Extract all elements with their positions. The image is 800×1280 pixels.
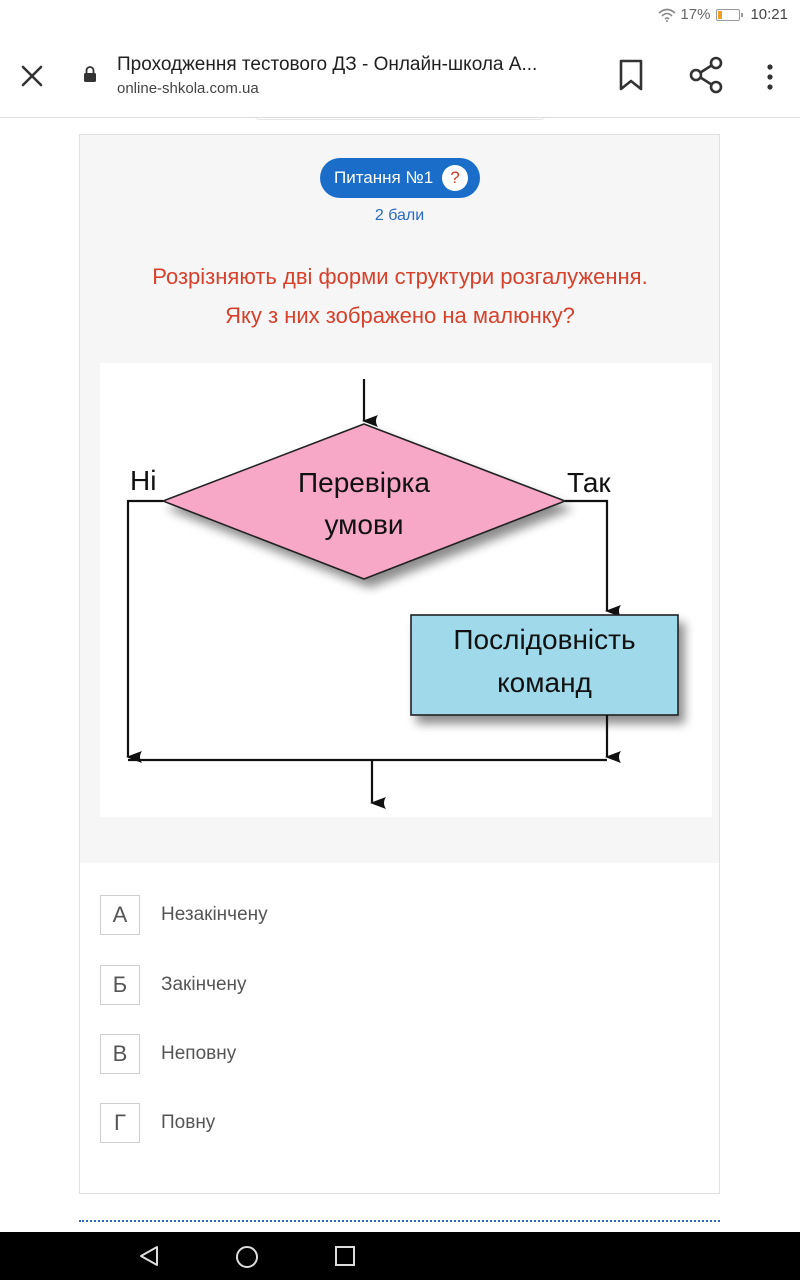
question-card: Питання №1 ? 2 бали Розрізняють дві форм… (79, 134, 720, 1194)
process-label-line-1: Послідовність (453, 624, 636, 655)
answer-text[interactable]: Закінчену (161, 974, 247, 995)
battery-percent: 17% (680, 6, 711, 23)
decision-label-line-1: Перевірка (298, 467, 430, 498)
wifi-icon (658, 8, 676, 22)
page-title: Проходження тестового ДЗ - Онлайн-школа … (117, 54, 538, 75)
answer-key[interactable]: А (100, 895, 140, 935)
help-button[interactable]: ? (442, 165, 468, 191)
process-box (410, 614, 679, 716)
more-menu-icon[interactable] (760, 62, 780, 92)
answer-option-a[interactable]: А Незакінчену (100, 895, 700, 935)
bookmark-icon[interactable] (617, 58, 645, 92)
answer-key[interactable]: Г (100, 1103, 140, 1143)
browser-toolbar: Проходження тестового ДЗ - Онлайн-школа … (0, 32, 800, 118)
question-number: Питання №1 (334, 168, 434, 187)
decision-diamond (160, 423, 568, 580)
close-icon[interactable] (18, 62, 46, 90)
clock: 10:21 (750, 6, 788, 23)
system-navigation-bar (0, 1232, 800, 1280)
answer-text[interactable]: Неповну (161, 1043, 237, 1064)
question-text-line-2: Яку з них зображено на малюнку? (225, 303, 575, 328)
scroll-hint-divider (255, 116, 545, 120)
answer-key[interactable]: В (100, 1034, 140, 1074)
answer-text[interactable]: Незакінчену (161, 904, 268, 925)
no-branch-line (126, 499, 163, 763)
answer-text[interactable]: Повну (161, 1112, 216, 1133)
flowchart-image: Ні Так Перевірка умови Послідовність ком… (100, 363, 712, 817)
battery-icon (716, 8, 744, 21)
share-icon[interactable] (688, 56, 724, 94)
question-header: Питання №1 ? 2 бали Розрізняють дві форм… (80, 135, 719, 863)
yes-branch-label: Так (567, 467, 611, 498)
decision-label-line-2: умови (324, 509, 404, 540)
answer-option-g[interactable]: Г Повну (100, 1103, 700, 1143)
yes-branch-line (565, 499, 621, 617)
flowchart-drawing (126, 379, 679, 809)
status-bar: 17% 10:21 (0, 0, 800, 32)
question-number-badge: Питання №1 ? (320, 158, 480, 198)
page-url[interactable]: online-shkola.com.ua (117, 80, 259, 97)
home-icon[interactable] (234, 1244, 260, 1270)
lock-icon (84, 66, 96, 82)
answer-key[interactable]: Б (100, 965, 140, 1005)
recent-apps-icon[interactable] (334, 1245, 356, 1267)
question-points: 2 бали (374, 207, 425, 224)
answer-option-b[interactable]: Б Закінчену (100, 965, 700, 1005)
no-branch-label: Ні (130, 465, 157, 496)
process-label-line-2: команд (497, 667, 592, 698)
back-icon[interactable] (137, 1244, 161, 1268)
question-text-line-1: Розрізняють дві форми структури розгалуж… (152, 264, 648, 289)
question-text: Розрізняють дві форми структури розгалуж… (100, 257, 700, 335)
section-divider (79, 1220, 720, 1222)
answer-option-v[interactable]: В Неповну (100, 1034, 700, 1074)
